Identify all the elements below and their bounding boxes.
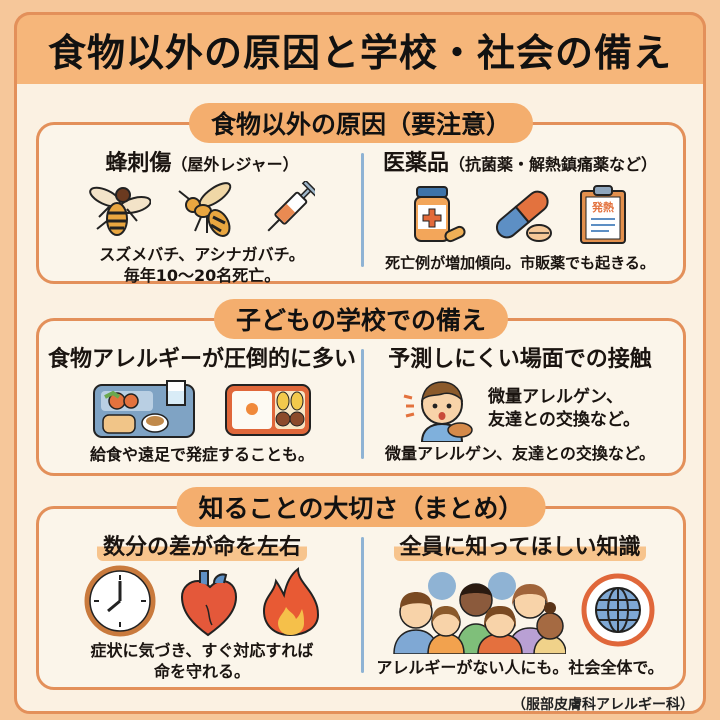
section-label: 知ることの大切さ（まとめ）: [176, 487, 546, 527]
bee-sting-column: 蜂刺傷（屋外レジャー）: [43, 145, 361, 285]
section-non-food-causes: 食物以外の原因（要注意） 蜂刺傷（屋外レジャー）: [36, 103, 686, 285]
unexpected-contact-caption: 微量アレルゲン、友達との交換など。: [384, 444, 656, 464]
school-lunch-caption: 給食や遠足で発症することも。: [89, 445, 314, 464]
medication-caption: 死亡例が増加傾向。市販薬でも起きる。: [385, 254, 655, 274]
section-school-preparation: 子どもの学校での備え 食物アレルギーが圧倒的に多い: [36, 299, 686, 476]
shared-knowledge-caption: アレルギーがない人にも。社会全体で。: [376, 658, 664, 678]
globe-icon: [580, 572, 656, 648]
unexpected-contact-side-text: 微量アレルゲン、 友達との交換など。: [488, 386, 640, 432]
column-divider: [361, 349, 364, 459]
clock-icon: [84, 565, 156, 637]
paper-wasp-icon: [173, 181, 239, 241]
heart-icon: [178, 565, 240, 637]
food-allergy-column: 食物アレルギーが圧倒的に多い: [43, 341, 361, 465]
column-heading: 数分の差が命を左右: [96, 529, 307, 561]
column-divider: [361, 153, 364, 267]
title-banner: 食物以外の原因と学校・社会の備え: [14, 12, 706, 84]
flame-icon: [262, 565, 320, 637]
minutes-matter-caption: 症状に気づき、すぐ対応すれば 命を守れる。: [91, 641, 314, 683]
section-importance-of-knowing: 知ることの大切さ（まとめ） 数分の差が命を左右: [36, 487, 686, 690]
heading-sub: （屋外レジャー）: [171, 155, 299, 174]
caption-line: 毎年10〜20名死亡。: [123, 265, 281, 285]
caption-line: 命を守れる。: [153, 661, 250, 681]
capsule-icon: [491, 185, 555, 245]
footer-credit: （服部皮膚科アレルギー科）: [512, 697, 694, 713]
column-heading: 医薬品（抗菌薬・解熱鎮痛薬など）: [383, 145, 657, 177]
surprised-child-icon: [400, 376, 480, 442]
bento-box-icon: [223, 379, 313, 439]
caption-line: 症状に気づき、すぐ対応すれば: [90, 641, 314, 660]
heading-sub: （抗菌薬・解熱鎮痛薬など）: [449, 155, 658, 174]
school-lunch-tray-icon: [91, 377, 201, 441]
svg-text:発熱: 発熱: [591, 200, 614, 214]
side-line: 友達との交換など。: [488, 409, 640, 430]
minutes-matter-column: 数分の差が命を左右: [43, 529, 361, 681]
shared-knowledge-column: 全員に知ってほしい知識: [361, 529, 679, 679]
column-heading: 蜂刺傷（屋外レジャー）: [105, 145, 298, 177]
side-line: 微量アレルゲン、: [488, 386, 623, 407]
bee-sting-caption: スズメバチ、アシナガバチ。 毎年10〜20名死亡。: [99, 245, 305, 287]
column-heading: 食物アレルギーが圧倒的に多い: [47, 347, 356, 372]
column-heading: 予測しにくい場面での接触: [388, 347, 652, 372]
hornet-icon: [89, 181, 151, 241]
column-divider: [361, 537, 364, 673]
crowd-of-people-icon: [384, 566, 566, 654]
heading-main: 医薬品: [382, 151, 449, 176]
medication-column: 医薬品（抗菌薬・解熱鎮痛薬など）: [361, 145, 679, 273]
page-title: 食物以外の原因と学校・社会の備え: [47, 31, 672, 75]
syringe-icon: [261, 181, 315, 241]
unexpected-contact-column: 予測しにくい場面での接触 微量アレルゲン、 友達との交換など。 微量アレ: [361, 341, 679, 465]
column-heading: 全員に知ってほしい知識: [393, 529, 647, 561]
section-label: 食物以外の原因（要注意）: [188, 103, 534, 143]
section-label: 子どもの学校での備え: [213, 299, 509, 339]
caption-line: 死亡例が増加傾向。市販薬でも起きる。: [385, 253, 655, 272]
caption-line: スズメバチ、アシナガバチ。: [99, 245, 305, 264]
clipboard-icon: 発熱: [577, 183, 631, 247]
heading-main: 蜂刺傷: [105, 151, 172, 176]
medicine-bottle-icon: [409, 183, 469, 247]
